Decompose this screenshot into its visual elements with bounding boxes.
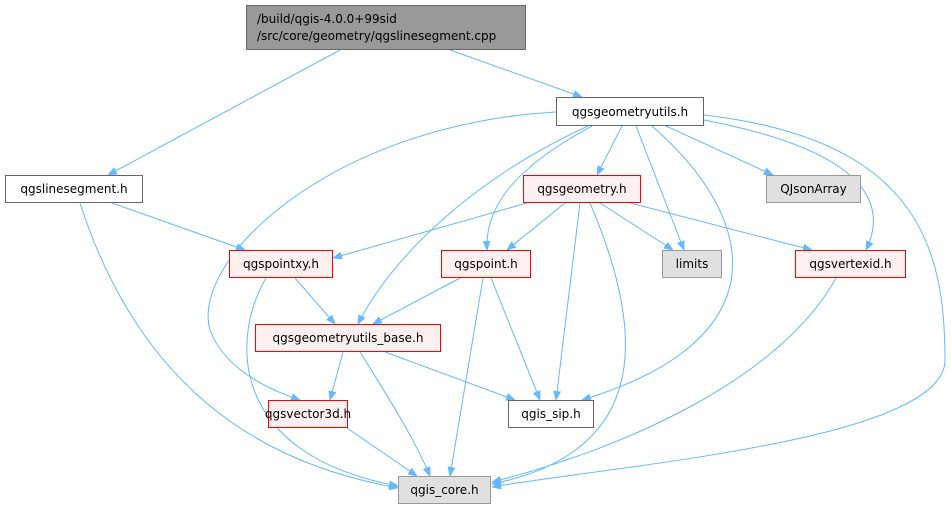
- edge-root-to-qgslinesegment: [107, 49, 341, 176]
- node-qgsgeometryutils[interactable]: qgsgeometryutils.h: [556, 97, 704, 126]
- edge-qgsgeometryutils_base-to-qgis_core: [359, 351, 431, 477]
- edge-qgsgeometry-to-qgspointxy: [332, 202, 528, 260]
- node-qgspointxy[interactable]: qgspointxy.h: [229, 250, 333, 278]
- edge-qgslinesegment-to-qgspointxy: [111, 202, 246, 251]
- node-qgis-core: qgis_core.h: [398, 476, 491, 504]
- edge-qgslinesegment-to-qgis_core: [79, 202, 399, 491]
- edge-qgsgeometryutils-to-limits: [635, 125, 685, 251]
- edge-qgspointxy-to-qgis_core: [246, 277, 399, 489]
- node-qgsgeometryutils-base[interactable]: qgsgeometryutils_base.h: [255, 324, 441, 352]
- edge-root-to-qgsgeometryutils: [449, 49, 583, 98]
- node-qgsgeometry[interactable]: qgsgeometry.h: [523, 175, 641, 203]
- node-qgslinesegment[interactable]: qgslinesegment.h: [5, 175, 143, 203]
- node-qgsvector3d[interactable]: qgsvector3d.h: [265, 400, 351, 428]
- edge-qgsgeometryutils-to-qgsgeometryutils_base: [357, 125, 589, 325]
- edge-qgsgeometry-to-qgis_sip: [553, 202, 581, 401]
- node-qgspoint[interactable]: qgspoint.h: [441, 250, 531, 278]
- edge-qgsgeometryutils-to-qgis_sip: [581, 125, 734, 402]
- edge-qgsgeometryutils_base-to-qgis_sip: [384, 351, 516, 401]
- root-path-line1: /build/qgis-4.0.0+99sid: [257, 11, 397, 26]
- edge-qgsgeometry-to-qgsvertexid: [629, 202, 813, 252]
- node-limits: limits: [662, 250, 722, 278]
- node-root-qgslinesegment-cpp[interactable]: /build/qgis-4.0.0+99sid /src/core/geomet…: [246, 5, 526, 50]
- edge-qgsgeometry-to-qgspoint: [506, 202, 566, 251]
- edge-qgsgeometryutils-to-qgsvector3d: [207, 111, 557, 401]
- edge-qgspoint-to-qgsgeometryutils_base: [372, 277, 461, 325]
- edge-qgsgeometryutils_base-to-qgsvector3d: [328, 351, 344, 401]
- edge-qgsgeometry-to-limits: [599, 202, 674, 251]
- edge-qgspoint-to-qgis_sip: [490, 277, 541, 401]
- edge-qgsvector3d-to-qgis_core: [346, 427, 418, 477]
- edge-qgsvertexid-to-qgis_core: [491, 277, 837, 484]
- node-qgsvertexid[interactable]: qgsvertexid.h: [795, 250, 906, 278]
- root-path-line2: /src/core/geometry/qgslinesegment.cpp: [257, 28, 497, 43]
- node-qgis-sip[interactable]: qgis_sip.h: [508, 400, 594, 428]
- edge-qgsgeometryutils-to-qgsgeometry: [596, 125, 623, 176]
- edge-qgsgeometry-to-qgis_core: [491, 202, 626, 487]
- edge-qgsgeometryutils-to-qjsonarray: [665, 125, 774, 176]
- edge-qgspointxy-to-qgsgeometryutils_base: [294, 277, 336, 325]
- node-qjsonarray: QJsonArray: [766, 175, 861, 203]
- edge-qgspoint-to-qgis_core: [447, 277, 484, 477]
- edge-qgsgeometryutils-to-qgis_core: [491, 114, 946, 490]
- edge-qgsgeometryutils-to-qgspoint: [482, 125, 593, 251]
